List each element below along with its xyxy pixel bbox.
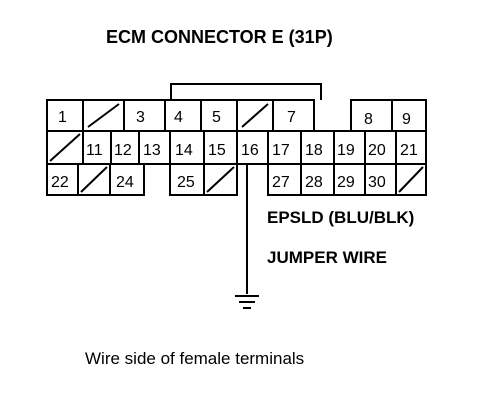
diagram-title: ECM CONNECTOR E (31P) [106, 27, 333, 47]
unused-terminal-slash [80, 166, 108, 193]
pin-label-28: 28 [305, 174, 323, 191]
pin-label-22: 22 [51, 174, 69, 191]
pin-label-8: 8 [364, 111, 373, 128]
pin-label-20: 20 [368, 142, 386, 159]
pin-label-19: 19 [337, 142, 355, 159]
epsld-wire-label: EPSLD (BLU/BLK) [267, 208, 414, 227]
pin-label-27: 27 [272, 174, 290, 191]
unused-terminal-slash [87, 103, 120, 128]
connector-lock-tab [170, 83, 322, 100]
pin-label-11: 11 [86, 142, 103, 159]
pin-label-12: 12 [114, 142, 132, 159]
pin-label-30: 30 [368, 174, 386, 191]
pin-label-13: 13 [143, 142, 161, 159]
unused-terminal-slash [398, 166, 424, 193]
pin-label-24: 24 [116, 174, 134, 191]
pin-label-3: 3 [136, 109, 145, 126]
pin-label-29: 29 [337, 174, 355, 191]
pin-label-25: 25 [177, 174, 195, 191]
ground-symbol-icon [235, 295, 259, 309]
terminal-cell-empty [203, 163, 238, 196]
pin-labels: 1 3 4 5 7 8 9 11 12 13 14 15 16 17 18 19… [51, 109, 418, 191]
pin-label-15: 15 [208, 142, 226, 159]
pin-label-21: 21 [400, 142, 418, 159]
pin-label-4: 4 [174, 109, 183, 126]
pin-label-16: 16 [241, 142, 259, 159]
unused-terminal-slash [49, 133, 81, 162]
unused-terminal-slash [206, 166, 235, 193]
unused-terminal-slash [241, 103, 269, 128]
pin-label-14: 14 [175, 142, 193, 159]
terminal-cell-24 [109, 163, 145, 196]
pin-label-1: 1 [58, 109, 67, 126]
pin-label-18: 18 [305, 142, 323, 159]
terminal-cell-4 [164, 99, 202, 132]
pin-label-5: 5 [212, 109, 221, 126]
pin-label-17: 17 [272, 142, 290, 159]
terminal-cell-empty [395, 163, 427, 196]
pin-label-9: 9 [402, 111, 411, 128]
pin-label-7: 7 [287, 109, 296, 126]
diagram-caption: Wire side of female terminals [85, 349, 304, 368]
connector-body [46, 99, 427, 196]
jumper-wire-label: JUMPER WIRE [267, 248, 387, 267]
